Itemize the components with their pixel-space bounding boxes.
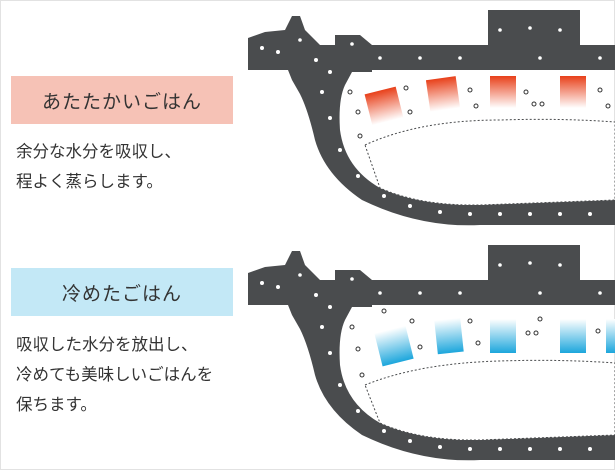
warm-rice-desc-line-1: 余分な水分を吸収し、 (16, 142, 181, 161)
cold-pot-cross-section-illustration (248, 245, 615, 461)
cold-rice-section: 冷めたごはん 吸収した水分を放出し、 冷めても美味しいごはんを 保ちます。 (0, 235, 615, 470)
cold-rice-label: 冷めたごはん (11, 268, 233, 316)
cold-block-3 (490, 319, 516, 353)
cold-block-4 (560, 319, 586, 353)
wall-pores (260, 261, 602, 451)
pot-lid (335, 10, 615, 70)
warm-moisture-blocks (364, 76, 586, 126)
pot-lid (335, 245, 615, 305)
warm-pot-cross-section-illustration (248, 10, 615, 226)
warm-rice-description: 余分な水分を吸収し、 程よく蒸らします。 (16, 137, 181, 197)
warm-bubbles (347, 85, 611, 139)
warm-block-1 (364, 86, 404, 126)
warm-block-3 (490, 76, 516, 108)
cold-moisture-blocks (374, 317, 615, 367)
warm-rice-label: あたたかいごはん (11, 76, 233, 124)
cold-rice-desc-line-3: 保ちます。 (16, 395, 97, 414)
cold-rice-desc-line-2: 冷めても美味しいごはんを (16, 365, 214, 384)
warm-rice-section: あたたかいごはん 余分な水分を吸収し、 程よく蒸らします。 (11, 10, 615, 226)
warm-block-2 (425, 76, 461, 112)
cold-bubbles (349, 308, 601, 378)
cold-block-2 (434, 317, 464, 355)
cold-rice-desc-line-1: 吸収した水分を放出し、 (16, 335, 198, 354)
rice-surface (364, 118, 615, 206)
warm-block-4 (560, 76, 586, 108)
cold-block-5 (606, 319, 615, 353)
cold-block-1 (374, 325, 414, 367)
cold-rice-description: 吸収した水分を放出し、 冷めても美味しいごはんを 保ちます。 (16, 330, 213, 420)
rice-surface (364, 359, 615, 441)
pot-wall (248, 16, 615, 226)
warm-rice-desc-line-2: 程よく蒸らします。 (16, 172, 163, 191)
pot-wall (248, 251, 615, 461)
wall-pores (260, 26, 602, 216)
